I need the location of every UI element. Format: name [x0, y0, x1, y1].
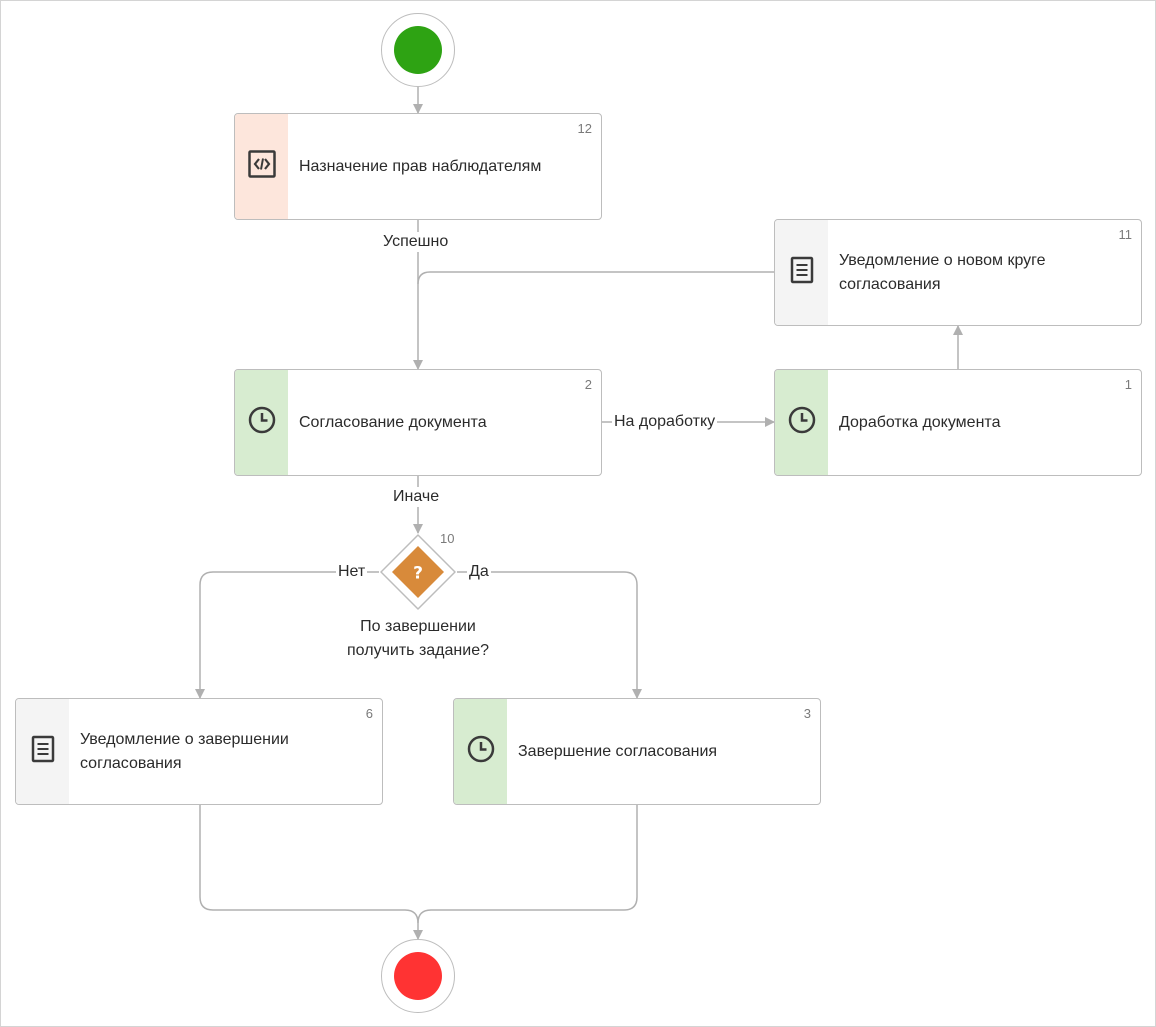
edge-label-success: Успешно: [381, 232, 451, 252]
gateway-symbol: ?: [413, 564, 423, 584]
node-number: 6: [365, 706, 373, 721]
document-icon: [787, 255, 817, 290]
clock-icon: [247, 405, 277, 440]
node-title: Доработка документа: [839, 413, 1001, 431]
edge-gateway-to-3: [457, 571, 642, 699]
node-title: Уведомление о завершении согласования: [80, 730, 289, 772]
node-12-assign-observers[interactable]: Назначение прав наблюдателям 12: [234, 113, 602, 220]
clock-icon: [787, 405, 817, 440]
node-2-strip: [235, 370, 288, 475]
code-icon: [247, 149, 277, 184]
clock-icon: [466, 734, 496, 769]
node-1-document-rework[interactable]: Доработка документа 1: [774, 369, 1142, 476]
edge-label-yes: Да: [467, 562, 491, 582]
edge-gateway-to-6: [195, 571, 379, 699]
edge-label-otherwise: Иначе: [391, 487, 442, 507]
node-11-new-round-notification[interactable]: Уведомление о новом круге согласования 1…: [774, 219, 1142, 326]
node-2-document-approval[interactable]: Согласование документа 2: [234, 369, 602, 476]
node-number: 2: [584, 377, 592, 392]
gateway-decision[interactable]: ?: [379, 533, 457, 611]
node-3-approval-completion[interactable]: Завершение согласования 3: [453, 698, 821, 805]
node-number: 12: [577, 121, 592, 136]
document-icon: [28, 734, 58, 769]
node-title: Согласование документа: [299, 413, 487, 431]
edge-label-no: Нет: [336, 562, 368, 582]
node-3-strip: [454, 699, 507, 804]
gateway-number: 10: [440, 531, 455, 546]
end-event-dot: [394, 952, 442, 1000]
node-6-completion-notification[interactable]: Уведомление о завершении согласования 6: [15, 698, 383, 805]
node-number: 3: [803, 706, 811, 721]
question-diamond-icon: ?: [380, 534, 456, 610]
node-title: Завершение согласования: [518, 742, 718, 760]
node-1-strip: [775, 370, 828, 475]
node-title: Назначение прав наблюдателям: [299, 157, 542, 175]
gateway-question: По завершении получить задание?: [347, 618, 489, 659]
node-number: 1: [1124, 377, 1132, 392]
start-event-dot: [394, 26, 442, 74]
node-11-strip: [775, 220, 828, 325]
node-6-strip: [16, 699, 69, 804]
start-event[interactable]: [381, 13, 455, 87]
node-number: 11: [1118, 227, 1133, 242]
edge-11-to-2: [417, 271, 774, 285]
node-title: Уведомление о новом круге согласования: [839, 251, 1046, 293]
edge-3-to-end: [417, 805, 638, 924]
edge-label-rework: На доработку: [612, 412, 718, 432]
end-event[interactable]: [381, 939, 455, 1013]
node-12-strip: [235, 114, 288, 219]
edge-6-to-end: [199, 805, 423, 940]
